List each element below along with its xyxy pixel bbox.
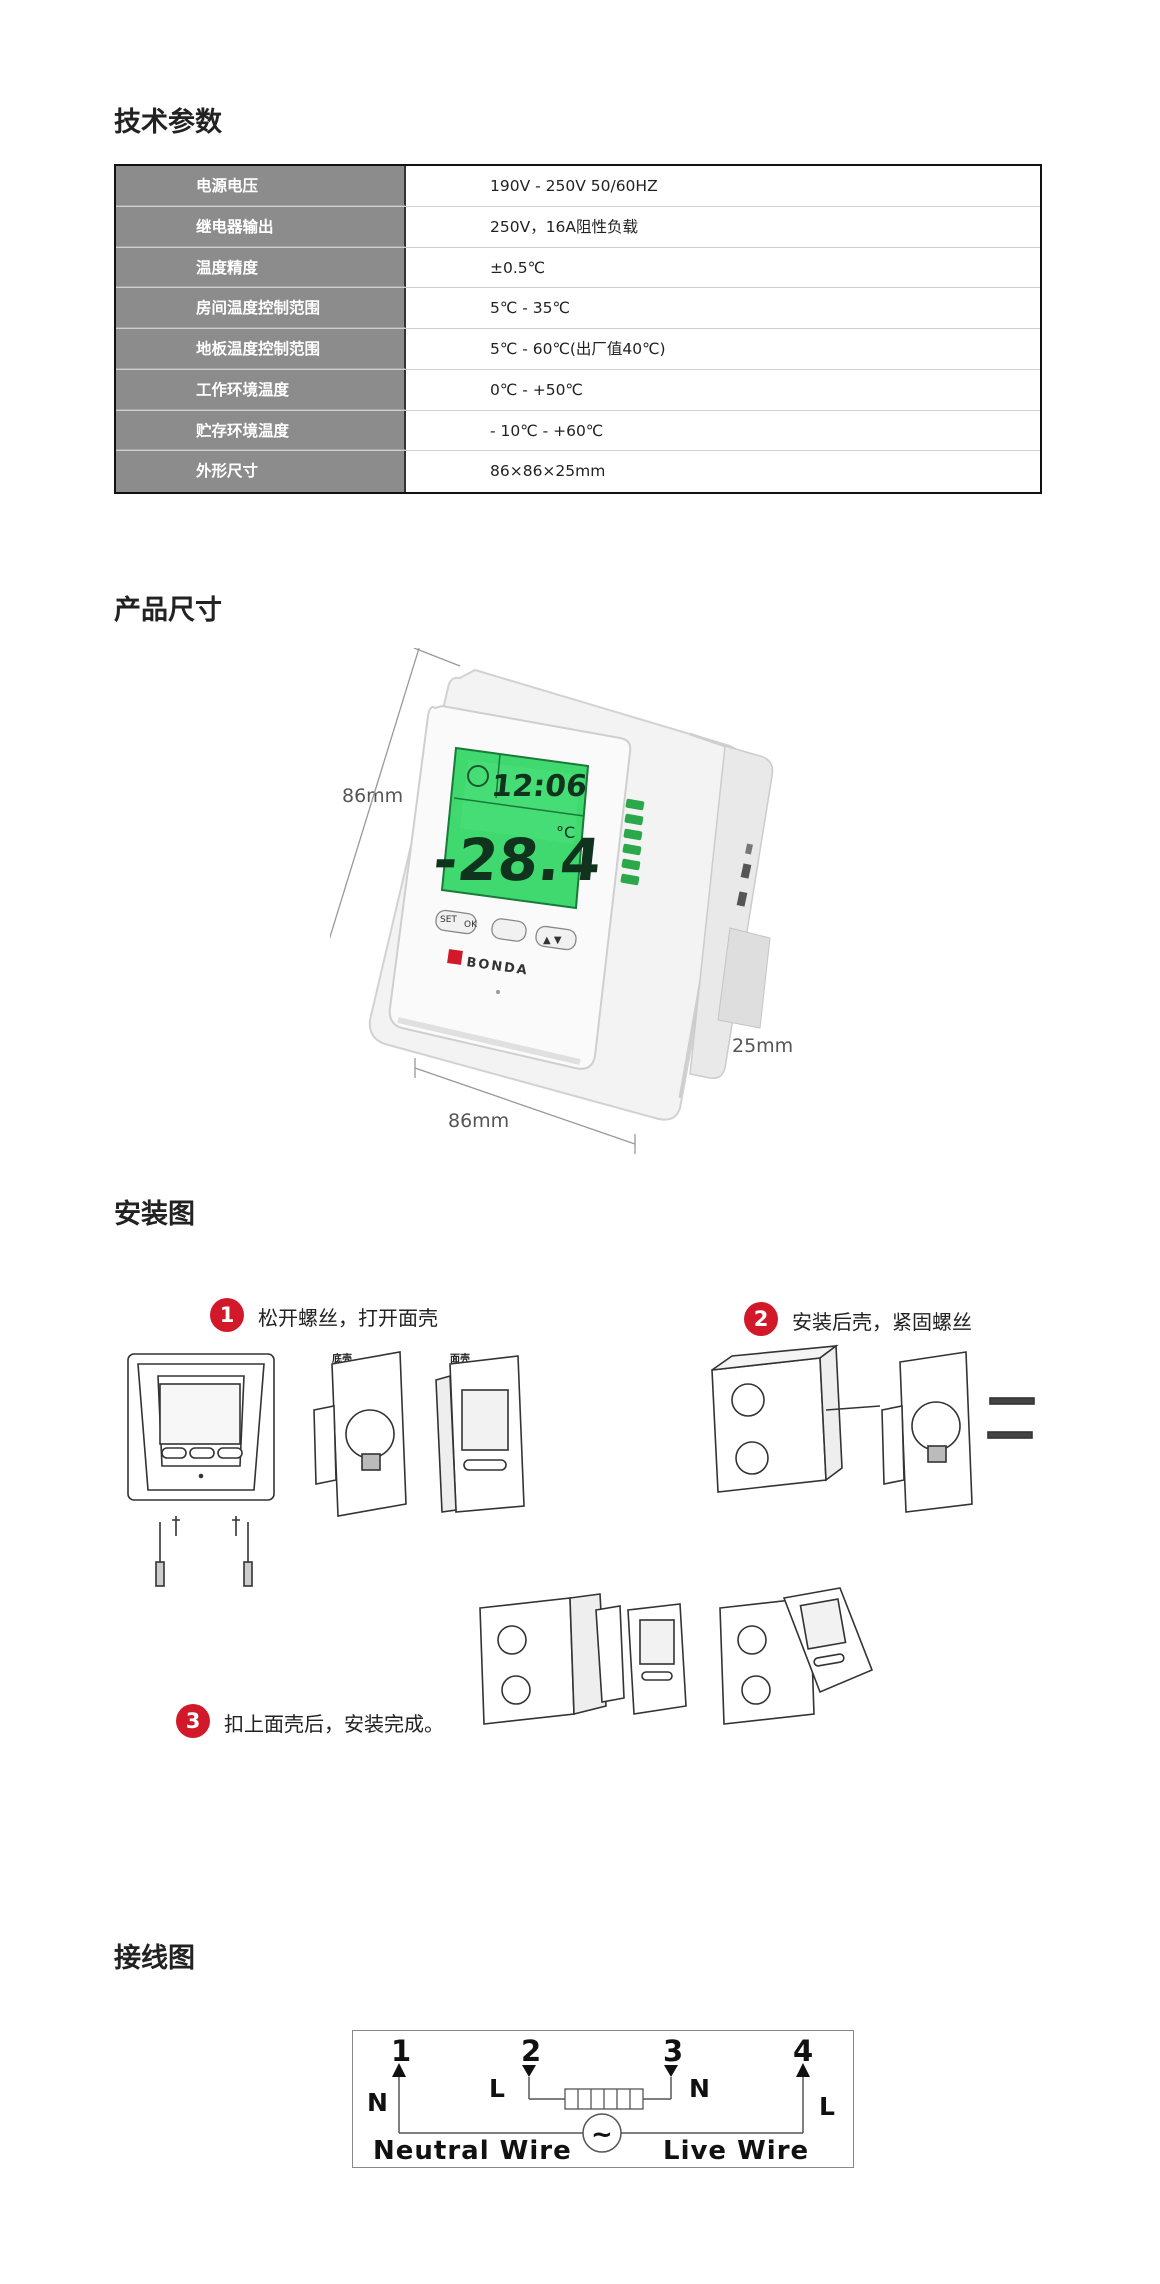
table-row: 工作环境温度 0℃ - +50℃ bbox=[116, 369, 1040, 411]
table-row: 外形尺寸 86×86×25mm bbox=[116, 451, 1040, 492]
spec-label: 地板温度控制范围 bbox=[116, 329, 406, 369]
section-title-size: 产品尺寸 bbox=[114, 595, 222, 626]
terminal-1: 1 bbox=[391, 2034, 411, 2068]
terminal-4: 4 bbox=[793, 2034, 813, 2068]
spec-table: 电源电压 190V - 250V 50/60HZ 继电器输出 250V，16A阻… bbox=[114, 164, 1042, 494]
spec-value: 250V，16A阻性负载 bbox=[490, 217, 639, 236]
thermostat-product-image: 12:06 -28.4 °C SET OK ▲ ▼ BONDA bbox=[330, 648, 774, 1154]
installation-diagram bbox=[127, 1344, 1035, 1725]
spec-value: 86×86×25mm bbox=[490, 462, 606, 481]
spec-value: 5℃ - 60℃(出厂值40℃) bbox=[490, 340, 666, 358]
terminal-2: 2 bbox=[521, 2034, 541, 2068]
ok-button-label: OK bbox=[464, 920, 478, 930]
lcd-temperature: -28.4 bbox=[430, 826, 604, 894]
spec-label: 电源电压 bbox=[116, 166, 406, 206]
step-1-text: 松开螺丝，打开面壳 bbox=[258, 1306, 438, 1330]
front-buttons: SET OK ▲ ▼ bbox=[435, 909, 577, 951]
spec-label: 继电器输出 bbox=[116, 206, 406, 247]
section-title-wiring: 接线图 bbox=[114, 1943, 195, 1974]
spec-value: 5℃ - 35℃ bbox=[490, 299, 570, 318]
table-row: 房间温度控制范围 5℃ - 35℃ bbox=[116, 288, 1040, 329]
cover-shell-label: 面壳 bbox=[450, 1354, 470, 1365]
table-row: 继电器输出 250V，16A阻性负载 bbox=[116, 206, 1040, 248]
spec-label: 房间温度控制范围 bbox=[116, 288, 406, 328]
indicator-leds bbox=[620, 798, 645, 886]
ac-symbol: ~ bbox=[591, 2120, 613, 2150]
spec-label: 贮存环境温度 bbox=[116, 410, 406, 451]
step-2-text: 安装后壳，紧固螺丝 bbox=[792, 1310, 972, 1334]
lcd-unit: °C bbox=[556, 823, 575, 842]
spec-label: 外形尺寸 bbox=[116, 451, 406, 492]
neutral-wire-label: Neutral Wire bbox=[373, 2136, 572, 2166]
dimension-depth-label: 25mm bbox=[732, 1035, 794, 1057]
mark-t1: N bbox=[367, 2088, 388, 2117]
table-row: 贮存环境温度 - 10℃ - +60℃ bbox=[116, 410, 1040, 452]
dimension-width-label: 86mm bbox=[448, 1110, 510, 1132]
step-3-badge: 3 bbox=[176, 1704, 210, 1738]
load-resistor bbox=[564, 2088, 644, 2110]
spec-value: ±0.5℃ bbox=[490, 258, 546, 277]
table-row: 温度精度 ±0.5℃ bbox=[116, 247, 1040, 289]
spec-label: 工作环境温度 bbox=[116, 369, 406, 410]
table-row: 地板温度控制范围 5℃ - 60℃(出厂值40℃) bbox=[116, 329, 1040, 370]
spec-label: 温度精度 bbox=[116, 247, 406, 288]
brand-logo-icon bbox=[447, 949, 463, 965]
mark-t2: L bbox=[489, 2074, 505, 2103]
step-2-badge: 2 bbox=[744, 1302, 778, 1336]
mark-t4: L bbox=[819, 2092, 835, 2121]
step-3-text: 扣上面壳后，安装完成。 bbox=[224, 1712, 444, 1736]
section-title-specs: 技术参数 bbox=[114, 107, 222, 138]
ac-source-icon bbox=[582, 2113, 622, 2153]
spec-value: 190V - 250V 50/60HZ bbox=[490, 177, 658, 195]
step-1-badge: 1 bbox=[210, 1298, 244, 1332]
spec-value: 0℃ - +50℃ bbox=[490, 380, 583, 399]
live-wire-label: Live Wire bbox=[663, 2136, 809, 2166]
dimension-height-label: 86mm bbox=[342, 785, 404, 807]
terminal-3: 3 bbox=[663, 2034, 683, 2068]
section-title-install: 安装图 bbox=[114, 1199, 195, 1230]
base-shell-label: 底壳 bbox=[332, 1354, 352, 1365]
svg-text:▲ ▼: ▲ ▼ bbox=[543, 935, 562, 946]
spec-value: - 10℃ - +60℃ bbox=[490, 421, 604, 440]
mark-t3: N bbox=[689, 2074, 710, 2103]
set-button-label: SET bbox=[440, 915, 457, 925]
lcd-time: 12:06 bbox=[490, 769, 589, 804]
wiring-diagram: 1 2 3 4 ~ N bbox=[352, 2030, 854, 2168]
table-row: 电源电压 190V - 250V 50/60HZ bbox=[116, 166, 1040, 207]
